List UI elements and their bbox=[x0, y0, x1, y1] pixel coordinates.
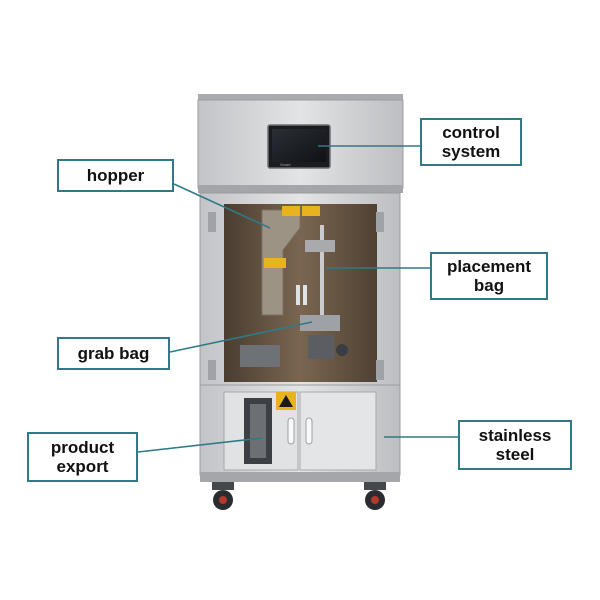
label-product-export: product export bbox=[27, 432, 138, 482]
leader-grab-bag bbox=[169, 321, 313, 353]
label-placement-bag-line1: placement bbox=[446, 257, 532, 276]
label-grab-bag-line1: grab bag bbox=[77, 344, 150, 363]
main-body bbox=[199, 192, 401, 386]
label-control-system: control system bbox=[420, 118, 522, 166]
label-product-export-line1: product bbox=[50, 438, 115, 457]
label-hopper-line1: hopper bbox=[86, 166, 145, 185]
leader-product-export bbox=[137, 437, 263, 453]
label-hopper: hopper bbox=[57, 159, 174, 192]
leader-hopper bbox=[173, 183, 271, 229]
screen-brand-text: Smart bbox=[280, 162, 292, 167]
label-stainless-steel-line2: steel bbox=[495, 445, 535, 464]
label-control-system-line2: system bbox=[441, 142, 501, 161]
label-stainless-steel: stainless steel bbox=[458, 420, 572, 470]
label-control-system-line1: control bbox=[442, 123, 500, 142]
control-screen: Smart bbox=[267, 124, 331, 169]
label-product-export-line2: export bbox=[56, 457, 109, 476]
label-placement-bag: placement bag bbox=[430, 252, 548, 300]
base-casters bbox=[200, 472, 400, 510]
lower-cabinet bbox=[199, 384, 401, 476]
leader-lines bbox=[137, 145, 458, 453]
label-placement-bag-line2: bag bbox=[473, 276, 505, 295]
label-grab-bag: grab bag bbox=[57, 337, 170, 370]
label-stainless-steel-line1: stainless bbox=[478, 426, 552, 445]
